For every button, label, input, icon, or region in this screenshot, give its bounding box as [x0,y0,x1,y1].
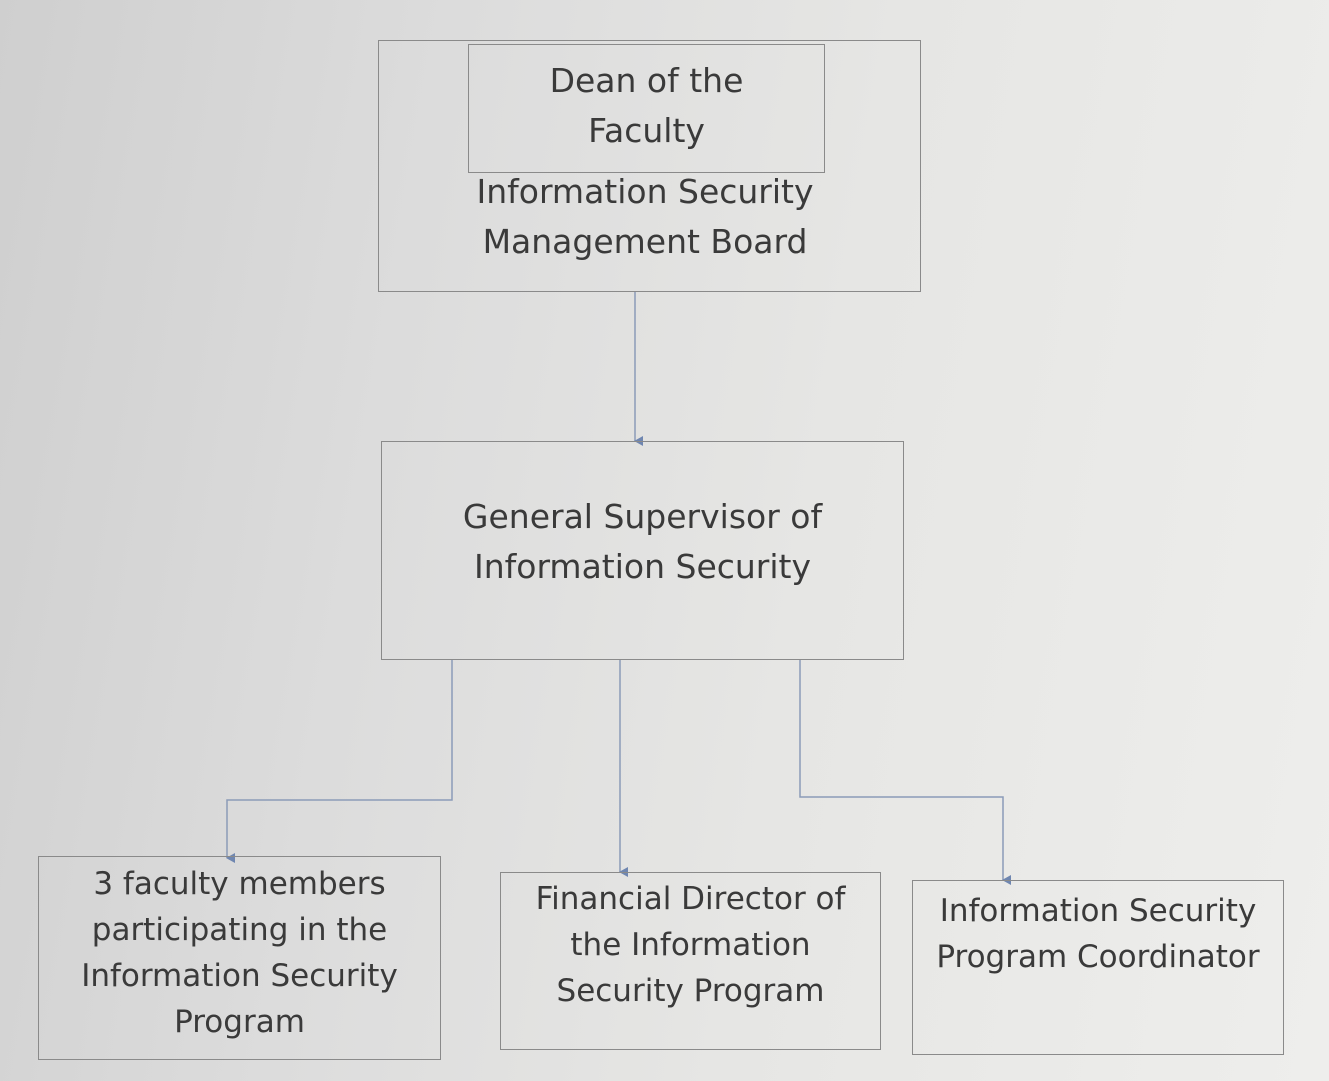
faculty-members-box [38,856,441,1060]
connector-supervisor-to-faculty [226,660,453,863]
faculty-members-label: 3 faculty members participating in the I… [81,866,398,1040]
financial-director-box [500,872,881,1050]
board-box [378,40,921,292]
board-label: Information Security Management Board [476,172,814,261]
dean-label: Dean of the Faculty [549,61,744,150]
supervisor-box [381,441,904,660]
connector-supervisor-to-coordinator [799,660,1011,885]
financial-director-label: Financial Director of the Information Se… [535,881,846,1009]
dean-box [468,44,825,173]
coordinator-label: Information Security Program Coordinator [936,893,1260,975]
coordinator-box [912,880,1284,1055]
supervisor-label: General Supervisor of Information Securi… [462,497,823,586]
